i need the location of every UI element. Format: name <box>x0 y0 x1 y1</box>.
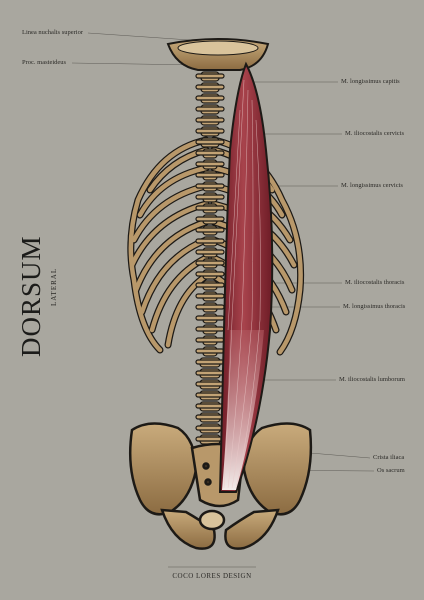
label-crista-iliaca: Crista iliaca <box>373 454 405 461</box>
transverse-process <box>195 315 225 321</box>
skull-base <box>166 38 270 71</box>
erector-spinae-muscle <box>218 61 274 493</box>
label-proc-mastoideus: Proc. masteideus <box>22 59 67 66</box>
transverse-process <box>195 84 225 90</box>
vertebral-column <box>195 71 225 445</box>
transverse-process <box>195 194 225 200</box>
transverse-process <box>195 271 225 277</box>
leader-lines <box>71 32 375 568</box>
transverse-process <box>195 326 225 332</box>
label-longissimus-capitis: M. longissimus capitis <box>341 78 400 85</box>
label-linea-nuchalis: Linea nuchalis superior <box>22 29 84 36</box>
transverse-process <box>195 293 225 299</box>
transverse-process <box>195 436 225 442</box>
transverse-process <box>195 414 225 420</box>
label-iliocostalis-cervicis: M. iliocostalis cervicis <box>345 130 405 137</box>
transverse-process <box>195 205 225 211</box>
transverse-process <box>195 282 225 288</box>
transverse-process <box>195 348 225 354</box>
transverse-process <box>195 128 225 134</box>
transverse-process <box>195 73 225 79</box>
transverse-process <box>195 260 225 266</box>
transverse-process <box>195 183 225 189</box>
label-iliocostalis-lumborum: M. iliocostalis lumborum <box>339 376 405 383</box>
transverse-process <box>195 403 225 409</box>
label-iliocostalis-thoracis: M. iliocostalis thoracis <box>345 279 405 286</box>
transverse-process <box>195 381 225 387</box>
transverse-process <box>195 139 225 145</box>
transverse-process <box>195 117 225 123</box>
transverse-process <box>195 359 225 365</box>
transverse-process <box>195 337 225 343</box>
transverse-process <box>195 172 225 178</box>
transverse-process <box>195 150 225 156</box>
label-longissimus-thoracis: M. longissimus thoracis <box>343 303 406 310</box>
label-os-sacrum: Os sacrum <box>377 467 405 474</box>
transverse-process <box>195 161 225 167</box>
poster-subtitle: LATERAL <box>50 267 58 306</box>
transverse-process <box>195 249 225 255</box>
transverse-process <box>195 370 225 376</box>
transverse-process <box>195 95 225 101</box>
transverse-process <box>195 216 225 222</box>
transverse-process <box>195 392 225 398</box>
transverse-process <box>195 425 225 431</box>
transverse-process <box>195 304 225 310</box>
transverse-process <box>195 106 225 112</box>
poster-footer: COCO LORES DESIGN <box>172 572 252 580</box>
transverse-process <box>195 227 225 233</box>
transverse-process <box>195 238 225 244</box>
label-longissimus-cervicis: M. longissimus cervicis <box>341 182 403 189</box>
poster-title: DORSUM <box>16 235 46 357</box>
